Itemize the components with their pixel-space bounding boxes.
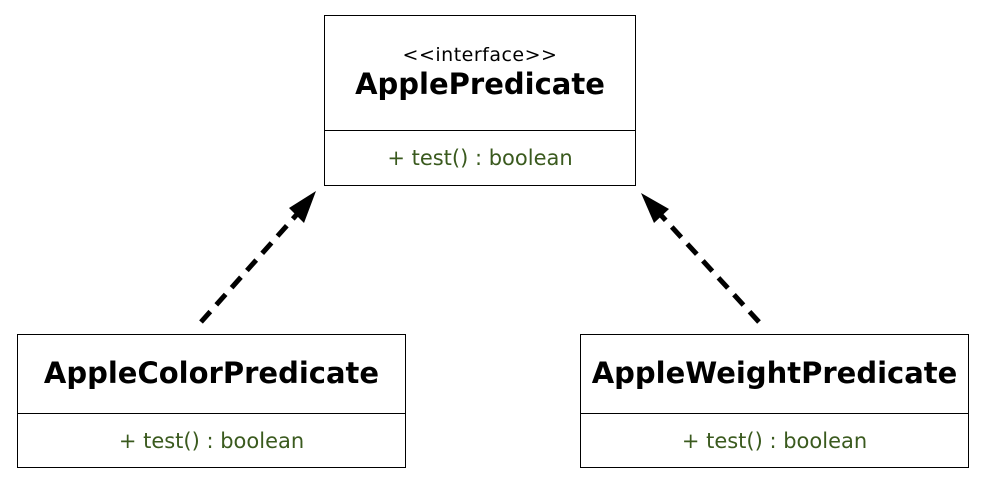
interface-class-box: <<interface>> ApplePredicate + test() : … [324,15,636,186]
interface-method-test: + test() : boolean [387,146,573,170]
color-predicate-header: AppleColorPredicate [18,335,405,414]
color-predicate-class-name: AppleColorPredicate [43,356,380,391]
weight-predicate-method-test: + test() : boolean [681,428,868,453]
arrowhead-color [289,191,316,223]
color-predicate-class-box: AppleColorPredicate + test() : boolean [17,334,406,468]
weight-predicate-class-name: AppleWeightPredicate [591,356,958,391]
color-predicate-methods: + test() : boolean [18,414,405,467]
weight-predicate-header: AppleWeightPredicate [581,335,968,414]
arrow-color-to-interface [199,191,316,324]
interface-class-header: <<interface>> ApplePredicate [325,16,635,131]
weight-predicate-methods: + test() : boolean [581,414,968,467]
color-predicate-method-test: + test() : boolean [118,428,305,453]
interface-class-name: ApplePredicate [355,66,605,101]
arrow-weight-to-interface [641,193,761,324]
arrowhead-weight [641,193,669,223]
weight-predicate-class-box: AppleWeightPredicate + test() : boolean [580,334,969,468]
interface-stereotype: <<interface>> [402,43,558,66]
interface-methods: + test() : boolean [325,131,635,185]
